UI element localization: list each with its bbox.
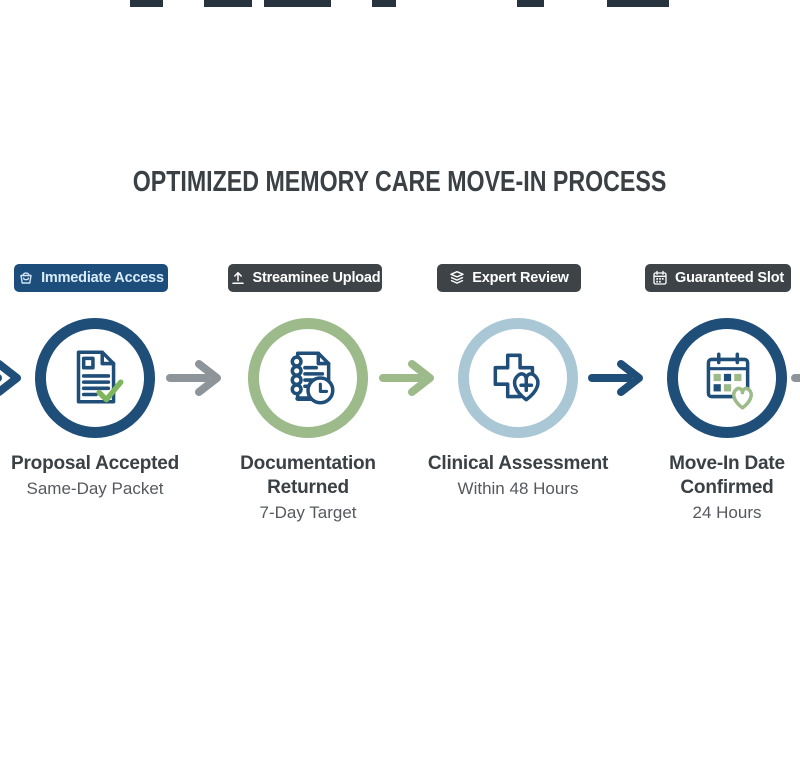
cropped-text-fragment xyxy=(607,0,669,7)
badge-label: Streaminee Upload xyxy=(252,270,381,286)
cropped-text-fragment xyxy=(517,0,544,7)
arrow-exiting-right-edge xyxy=(791,374,800,382)
step-title: Documentation Returned xyxy=(240,453,376,498)
calendar-icon xyxy=(652,270,668,286)
badge-immediate-access: Immediate Access xyxy=(14,264,168,292)
arrow-entering-left-edge xyxy=(0,360,21,396)
calendar-heart-icon xyxy=(694,345,760,411)
notebook-clock-icon xyxy=(275,345,341,411)
badge-label: Immediate Access xyxy=(41,270,164,286)
step1-circle xyxy=(35,318,155,438)
cropped-text-fragment xyxy=(130,0,163,7)
step-title: Move-In Date Confirmed xyxy=(669,453,785,498)
step-title: Proposal Accepted xyxy=(11,453,179,474)
badge-expert-review: Expert Review xyxy=(437,264,581,292)
cropped-text-fragment xyxy=(372,0,396,7)
arrow-step2-to-step3 xyxy=(379,360,434,396)
badge-guaranteed-slot: Guaranteed Slot xyxy=(645,264,791,292)
step2-circle xyxy=(248,318,368,438)
step-subtitle: Same-Day Packet xyxy=(26,479,164,498)
step-title: Clinical Assessment xyxy=(427,453,609,474)
step1-label: Proposal Accepted Same-Day Packet xyxy=(0,452,190,501)
step-subtitle: 24 Hours xyxy=(692,503,762,522)
step4-circle xyxy=(667,318,787,438)
document-check-icon xyxy=(62,345,128,411)
badge-label: Expert Review xyxy=(472,270,569,286)
badge-streaminee-upload: Streaminee Upload xyxy=(228,264,382,292)
cropped-text-fragment xyxy=(264,0,331,7)
step-subtitle: 7-Day Target xyxy=(259,503,357,522)
page-title: OPTIMIZED MEMORY CARE MOVE-IN PROCESS xyxy=(133,166,667,198)
step-subtitle: Within 48 Hours xyxy=(457,479,579,498)
step3-circle xyxy=(458,318,578,438)
badge-label: Guaranteed Slot xyxy=(675,270,784,286)
step3-label: Clinical Assessment Within 48 Hours xyxy=(423,452,613,501)
medical-cross-heart-icon xyxy=(485,345,551,411)
step4-label: Move-In Date Confirmed 24 Hours xyxy=(632,452,800,525)
upload-icon xyxy=(230,270,246,286)
step2-label: Documentation Returned 7-Day Target xyxy=(213,452,403,525)
basket-icon xyxy=(18,270,34,286)
layers-icon xyxy=(449,270,465,286)
arrow-step1-to-step2 xyxy=(166,360,221,396)
arrow-step3-to-step4 xyxy=(588,360,643,396)
cropped-text-fragment xyxy=(204,0,252,7)
